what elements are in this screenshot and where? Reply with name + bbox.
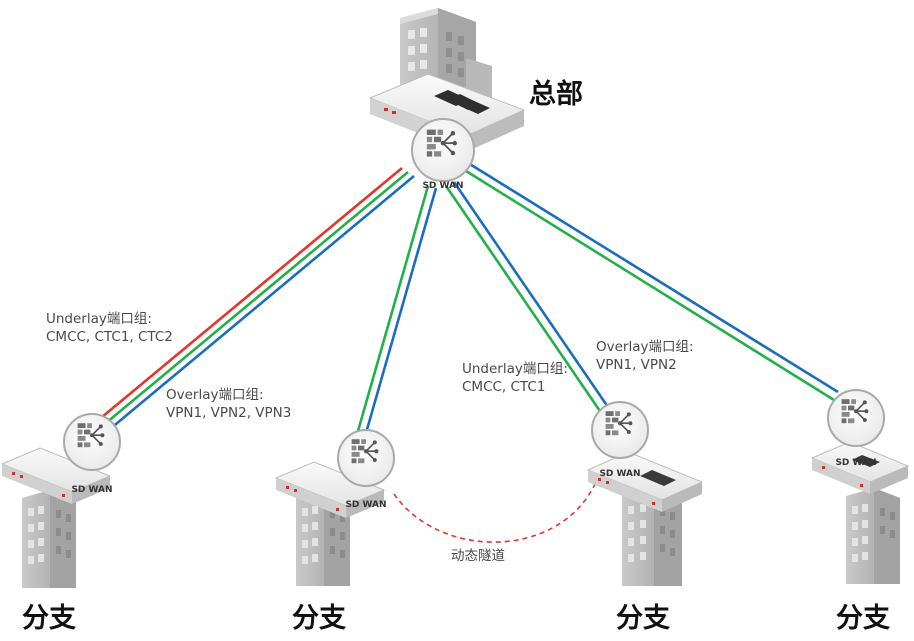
sd-wan-badge-icon: SD WAN: [337, 429, 395, 510]
link-hq-branch4: [457, 156, 839, 402]
sd-wan-badge-icon: SD WAN: [411, 118, 475, 191]
link-hq-branch1: [95, 166, 415, 435]
link-hq-branch2: [354, 185, 438, 441]
right-overlay-title: Overlay端口组:: [596, 339, 694, 355]
sd-wan-badge-icon: SD WAN: [827, 389, 885, 468]
branch2-badge-label: SD WAN: [345, 500, 386, 510]
sd-wan-badge-icon: SD WAN: [63, 413, 121, 495]
left-overlay-note: Overlay端口组: VPN1, VPN2, VPN3: [166, 386, 291, 422]
left-underlay-title: Underlay端口组:: [46, 311, 152, 327]
branch4-label: 分支: [836, 603, 890, 634]
firewall-appliance-icon: [0, 447, 112, 504]
branch-site-4: SD WAN: [810, 389, 910, 584]
firewall-appliance-icon: [274, 461, 386, 518]
branch-site-2: SD WAN: [274, 429, 395, 586]
dynamic-tunnel-label: 动态隧道: [451, 548, 505, 564]
right-underlay-note: Underlay端口组: CMCC, CTC1: [462, 360, 568, 396]
headquarters-label: 总部: [529, 79, 583, 110]
links: [95, 156, 839, 543]
left-overlay-members: VPN1, VPN2, VPN3: [166, 405, 292, 421]
right-overlay-note: Overlay端口组: VPN1, VPN2: [596, 338, 694, 374]
link-hq-branch3: [444, 181, 612, 415]
branch1-badge-label: SD WAN: [71, 485, 112, 495]
sd-wan-badge-icon: SD WAN: [591, 401, 649, 479]
branch-site-3: SD WAN: [586, 401, 704, 586]
right-overlay-members: VPN1, VPN2: [596, 357, 677, 373]
office-building-icon: [22, 490, 76, 588]
right-underlay-members: CMCC, CTC1: [462, 379, 546, 395]
branch-site-1: SD WAN: [0, 413, 121, 588]
hq-badge-label: SD WAN: [422, 181, 463, 191]
office-building-icon: [846, 488, 900, 584]
branch1-label: 分支: [22, 603, 76, 634]
left-overlay-title: Overlay端口组:: [166, 387, 264, 403]
firewall-appliance-icon: [586, 451, 704, 512]
dynamic-tunnel-link: [393, 481, 597, 543]
headquarters-site: SD WAN: [368, 8, 526, 191]
firewall-appliance-icon: [810, 441, 910, 494]
left-underlay-note: Underlay端口组: CMCC, CTC1, CTC2: [46, 310, 173, 346]
office-building-icon: [622, 486, 682, 586]
branch3-badge-label: SD WAN: [599, 469, 640, 479]
left-underlay-members: CMCC, CTC1, CTC2: [46, 329, 173, 345]
branch3-label: 分支: [616, 603, 670, 634]
branch2-label: 分支: [292, 603, 346, 634]
branch4-badge-label: SD WAN: [835, 458, 876, 468]
right-underlay-title: Underlay端口组:: [462, 361, 568, 377]
